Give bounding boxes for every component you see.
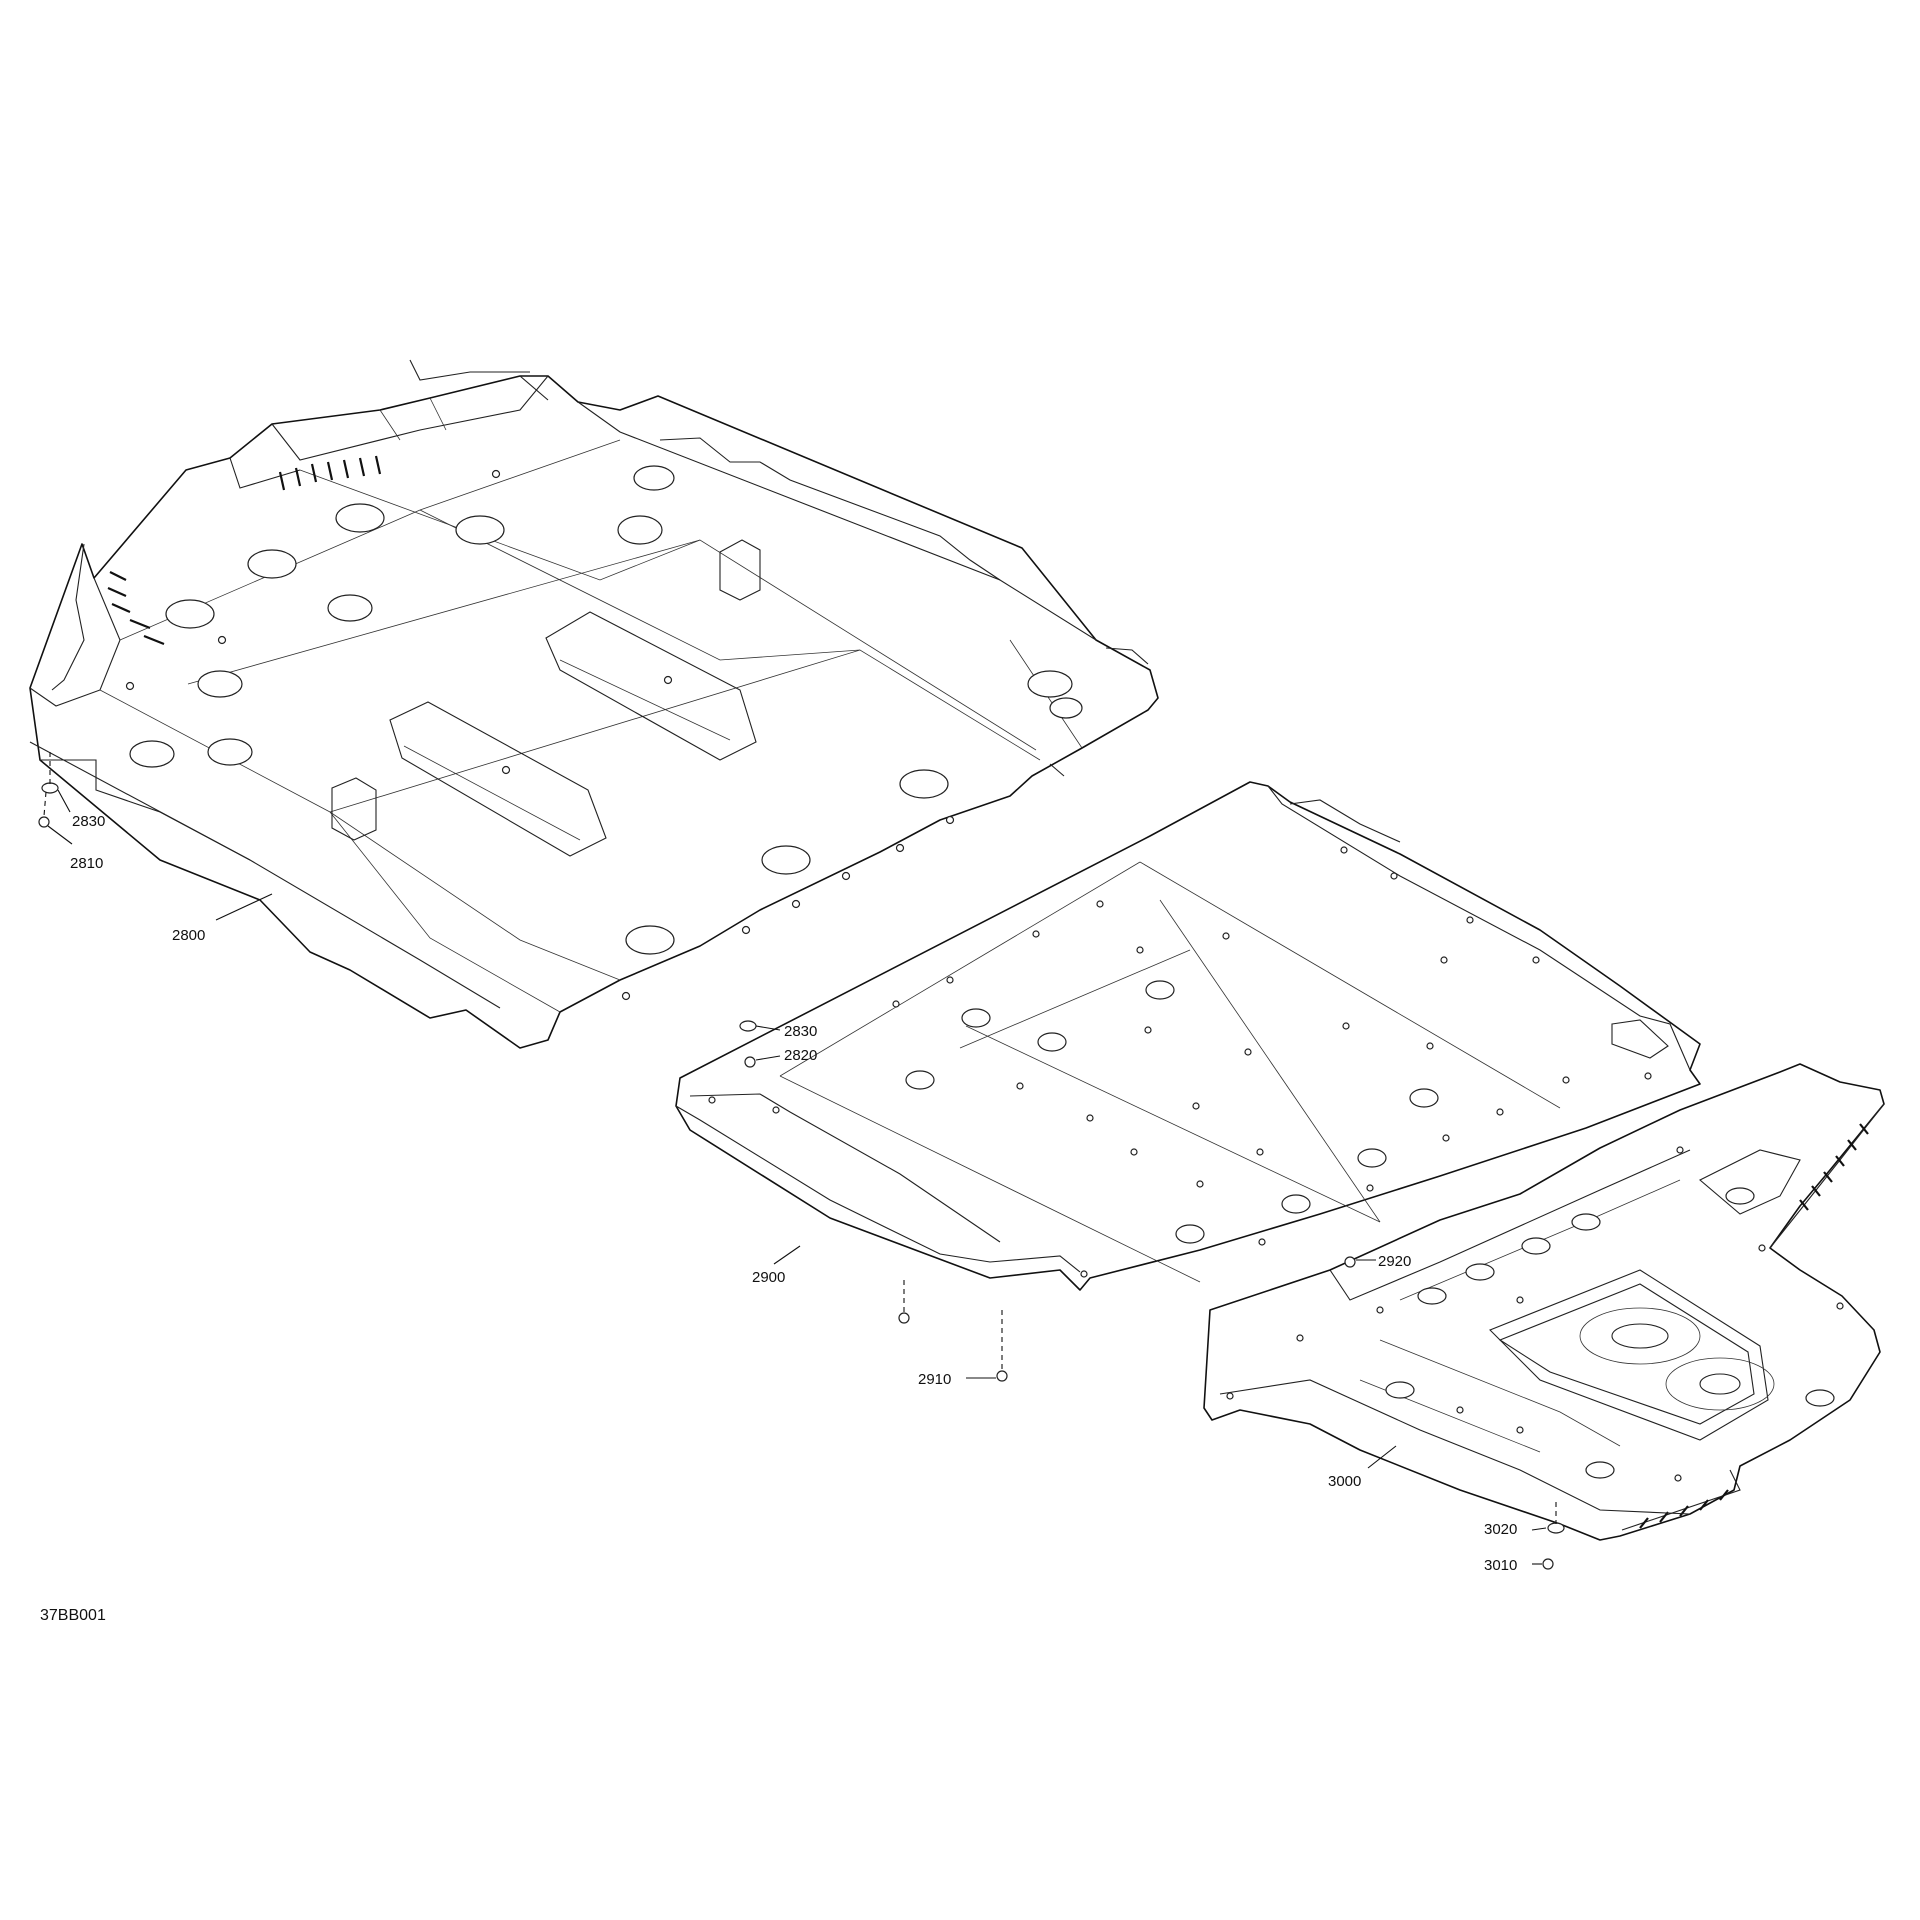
callout-2830-center: 2830: [784, 1023, 817, 1040]
screw-2820: [744, 1056, 756, 1068]
washer-3020: [1547, 1522, 1565, 1534]
callout-3020: 3020: [1484, 1521, 1517, 1538]
callout-3000: 3000: [1328, 1473, 1361, 1490]
screw-3010: [1542, 1558, 1554, 1570]
skid-plate-center: [675, 781, 1701, 1291]
fasteners: [38, 782, 1565, 1570]
callout-2800: 2800: [172, 927, 205, 944]
screw-2910-b: [996, 1370, 1008, 1382]
skid-plate-front: [29, 359, 1159, 1049]
screw-2920: [1344, 1256, 1356, 1268]
callout-2820: 2820: [784, 1047, 817, 1064]
washer-2830-front: [41, 782, 59, 794]
callout-2810: 2810: [70, 855, 103, 872]
callout-2900: 2900: [752, 1269, 785, 1286]
callout-3010: 3010: [1484, 1557, 1517, 1574]
screw-2910-a: [898, 1312, 910, 1324]
washer-2830-center: [739, 1020, 757, 1032]
screw-2810: [38, 816, 50, 828]
callout-2830-front: 2830: [72, 813, 105, 830]
skid-plate-rear: [1203, 1063, 1885, 1541]
figure-id: 37BB001: [40, 1607, 106, 1624]
callout-2920: 2920: [1378, 1253, 1411, 1270]
leader-lines: [43, 752, 1557, 1565]
callouts: 2830 2810 2800 2830 2820 2900 2920 2910 …: [70, 813, 1517, 1574]
callout-2910: 2910: [918, 1371, 951, 1388]
